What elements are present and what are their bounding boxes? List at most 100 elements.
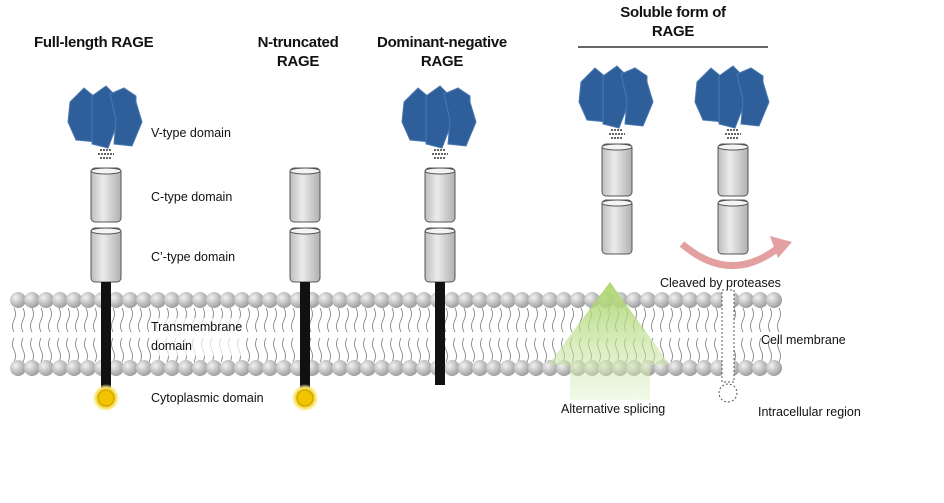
lipid-head [24,292,40,308]
cylinder-body [90,227,122,283]
label-v-domain: V-type domain [151,126,231,140]
v-domain-lobe [620,67,654,127]
c-prime-domain [601,199,633,255]
label-line: domain [151,339,192,353]
label-transmembrane: Transmembrane domain [151,318,243,356]
cytoplasmic-domain-core [97,389,115,407]
lipid-head [150,360,166,376]
lipid-tail [417,337,421,363]
lipid-tail [39,307,43,333]
lipid-head [668,292,684,308]
lipid-head [528,292,544,308]
lipid-tail [372,337,376,363]
lipid-head [346,360,362,376]
cylinder-body [289,227,321,283]
lipid-head [570,292,586,308]
lipid-tail [534,307,538,333]
lipid-tail [246,337,250,363]
lipid-tail [273,307,277,333]
lipid-tail [489,307,493,333]
lipid-tail [480,337,484,363]
lipid-tail [498,337,502,363]
lipid-head [738,292,754,308]
lipid-tail [750,307,754,333]
lipid-tail [354,337,358,363]
title-line: RAGE [420,53,464,70]
c-domain [90,167,122,223]
lipid-head [360,360,376,376]
lipid-head [276,360,292,376]
lipid-head [136,292,152,308]
lipid-tail [147,307,151,333]
lipid-tail [381,337,385,363]
cylinder-body [90,167,122,223]
c-prime-domain [289,227,321,283]
lipid-tail [660,307,664,333]
lipid-tail [12,337,16,363]
cylinder-top [601,143,633,151]
lipid-head [486,292,502,308]
lipid-tail [354,307,358,333]
lipid-tail [750,337,754,363]
cylinder-top [717,199,749,207]
lipid-head [24,360,40,376]
lipid-tail [66,307,70,333]
cylinder-top [601,199,633,207]
c-domain [424,167,456,223]
c-domain [601,143,633,197]
title-soluble: Soluble form of RAGE [593,3,753,41]
lipid-head [262,360,278,376]
lipid-head [738,360,754,376]
lipid-head [654,292,670,308]
transmembrane-domain [300,282,310,392]
lipid-tail [21,307,25,333]
lipid-tail [57,307,61,333]
lipid-tail [426,337,430,363]
lipid-tail [453,337,457,363]
cleaved-transmembrane-remnant [721,289,735,383]
lipid-tail [552,307,556,333]
title-line: RAGE [276,53,320,70]
lipid-tail [57,337,61,363]
lipid-head [682,360,698,376]
lipid-head [52,292,68,308]
lipid-head [220,360,236,376]
linker-icon [725,129,741,139]
label-cleaved: Cleaved by proteases [660,276,781,290]
lipid-tail [75,337,79,363]
lipid-head [528,360,544,376]
lipid-head [178,292,194,308]
cylinder-top [289,167,321,175]
transmembrane-domain [435,282,445,385]
lipid-tail [66,337,70,363]
lipid-head [192,360,208,376]
lipid-tail [705,337,709,363]
lipid-head [318,292,334,308]
lipid-head [10,360,26,376]
cytoplasmic-domain-core [296,389,314,407]
lipid-tail [390,337,394,363]
lipid-tail [408,337,412,363]
cylinder-top [90,227,122,235]
lipid-tail [21,337,25,363]
cleaved-cytoplasmic-remnant [718,383,738,403]
lipid-tail [345,337,349,363]
lipid-tail [318,337,322,363]
lipid-tail [84,307,88,333]
lipid-head [696,360,712,376]
lipid-head [38,360,54,376]
lipid-head [38,292,54,308]
lipid-head [234,360,250,376]
lipid-head [472,360,488,376]
lipid-tail [525,307,529,333]
lipid-tail [714,307,718,333]
title-line: Dominant-negative [377,34,507,51]
lipid-tail [696,337,700,363]
lipid-tail [408,307,412,333]
lipid-tail [543,307,547,333]
lipid-tail [777,337,781,363]
lipid-tail [345,307,349,333]
lipid-tail [246,307,250,333]
lipid-head [192,292,208,308]
